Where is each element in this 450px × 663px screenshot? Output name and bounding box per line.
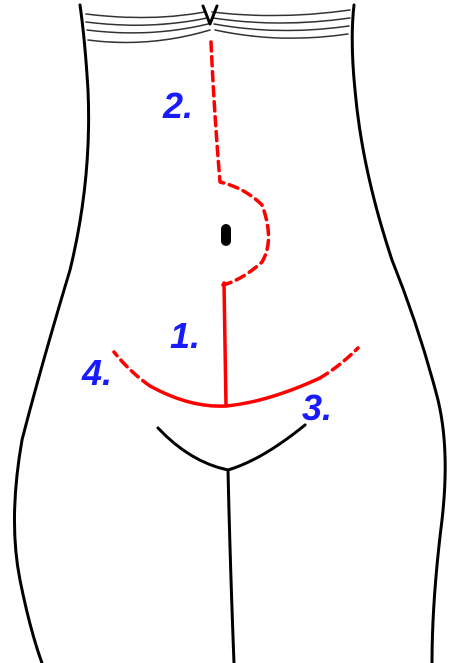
label-incision-4: 4.	[81, 352, 112, 393]
incision-2-upper-midline	[211, 42, 269, 285]
incision-3-right-extension	[320, 348, 358, 378]
torso-left-edge	[14, 5, 88, 663]
waist-notch	[203, 6, 217, 24]
label-incision-3: 3.	[302, 387, 332, 428]
incision-1-lower-midline	[224, 283, 226, 406]
label-incision-1: 1.	[170, 315, 200, 356]
leg-divider-line	[228, 470, 234, 663]
groin-line	[158, 425, 305, 470]
waistband	[86, 6, 350, 42]
incision-4-left-extension	[114, 352, 150, 386]
incision-transverse-curve	[150, 378, 320, 406]
torso-right-edge	[352, 5, 445, 663]
label-incision-2: 2.	[162, 85, 193, 126]
navel	[221, 224, 231, 246]
